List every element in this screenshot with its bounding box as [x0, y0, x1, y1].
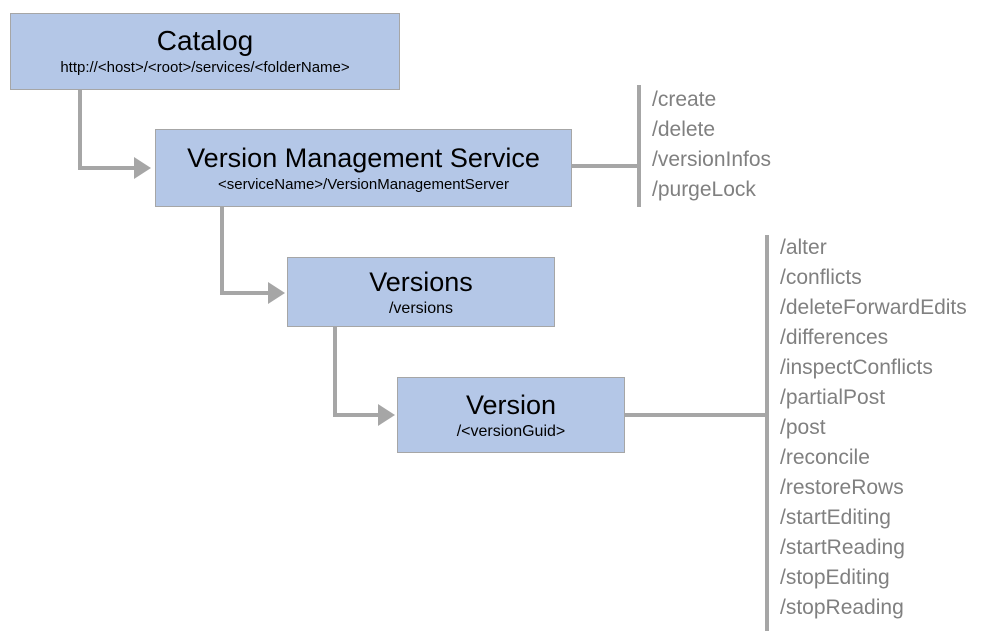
node-versions-title: Versions — [369, 266, 473, 297]
node-version-path: /<versionGuid> — [456, 422, 566, 440]
node-catalog-title: Catalog — [156, 25, 254, 56]
operation-item[interactable]: /versionInfos — [652, 148, 772, 171]
connector-vertical-segment — [333, 327, 337, 417]
arrowhead-icon — [134, 157, 151, 179]
operation-item[interactable]: /alter — [780, 236, 827, 259]
operation-item[interactable]: /startReading — [780, 536, 905, 559]
node-version[interactable]: Version /<versionGuid> — [397, 377, 625, 453]
node-versions-path: /versions — [388, 299, 454, 317]
connector-horizontal-segment — [78, 166, 137, 170]
bracket-bar — [765, 235, 769, 631]
operation-items-version: /alter /conflicts /deleteForwardEdits /d… — [780, 233, 967, 623]
connector-versions-to-version — [333, 327, 433, 426]
operation-item[interactable]: /differences — [780, 326, 889, 349]
arrowhead-icon — [268, 282, 285, 304]
operation-item[interactable]: /create — [652, 88, 717, 111]
operation-item[interactable]: /startEditing — [780, 506, 891, 529]
node-version-management-service-title: Version Management Service — [187, 142, 540, 173]
operation-item[interactable]: /post — [780, 416, 826, 439]
node-version-management-service[interactable]: Version Management Service <serviceName>… — [155, 129, 572, 207]
operation-item[interactable]: /restoreRows — [780, 476, 904, 499]
bracket-bar — [637, 85, 641, 207]
operation-items-service: /create /delete /versionInfos /purgeLock — [652, 85, 771, 205]
bracket-stem — [572, 164, 637, 168]
operation-item[interactable]: /purgeLock — [652, 178, 756, 201]
operation-item[interactable]: /reconcile — [780, 446, 870, 469]
operation-item[interactable]: /delete — [652, 118, 716, 141]
node-version-title: Version — [465, 389, 557, 420]
operation-item[interactable]: /stopEditing — [780, 566, 890, 589]
connector-vertical-segment — [78, 90, 82, 170]
node-catalog[interactable]: Catalog http://<host>/<root>/services/<f… — [10, 13, 400, 90]
connector-horizontal-segment — [333, 413, 381, 417]
operation-item[interactable]: /inspectConflicts — [780, 356, 933, 379]
connector-service-to-versions — [220, 207, 310, 304]
connector-catalog-to-service — [78, 90, 158, 179]
operation-item[interactable]: /partialPost — [780, 386, 886, 409]
operation-list-service: /create /delete /versionInfos /purgeLock — [572, 85, 987, 207]
operation-item[interactable]: /deleteForwardEdits — [780, 296, 967, 319]
node-versions[interactable]: Versions /versions — [287, 257, 555, 327]
node-catalog-path: http://<host>/<root>/services/<folderNam… — [60, 59, 350, 76]
operation-item[interactable]: /conflicts — [780, 266, 862, 289]
operation-list-version: /alter /conflicts /deleteForwardEdits /d… — [625, 233, 995, 631]
node-version-management-service-path: <serviceName>/VersionManagementServer — [218, 175, 509, 193]
operation-item[interactable]: /stopReading — [780, 596, 904, 619]
connector-vertical-segment — [220, 207, 224, 295]
connector-horizontal-segment — [220, 291, 271, 295]
bracket-stem — [625, 413, 765, 417]
arrowhead-icon — [378, 404, 395, 426]
